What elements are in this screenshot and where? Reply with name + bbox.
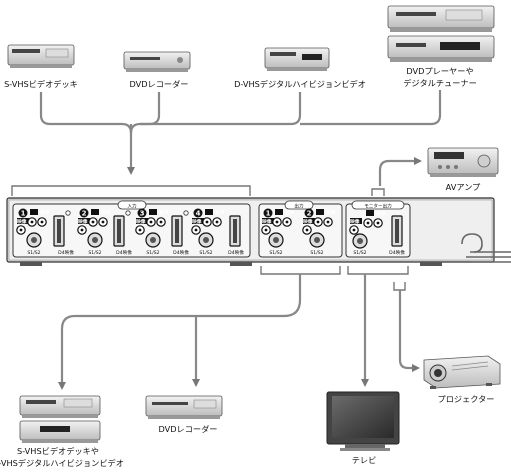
monitor-audio-label: 音声 — [376, 210, 386, 217]
dvd-player-tuner-label-2: デジタルチューナー — [403, 78, 477, 88]
power-cord-icon — [461, 233, 511, 263]
input-channel-2: 2 音声 映像 S1/S2 D4映像 — [77, 208, 132, 256]
dvd-recorder-top-label: DVDレコーダー — [129, 79, 188, 89]
input-s-label-3: S1/S2 — [146, 250, 159, 256]
input-audio-label-4: 音声 — [215, 209, 225, 216]
input-section: 入力 — [12, 200, 251, 258]
dvd-player-tuner-label-1: DVDプレーヤーや — [406, 66, 473, 76]
tv-label: テレビ — [352, 455, 377, 465]
output-channel-1: 1 音声 映像 S1/S2 — [261, 208, 295, 256]
monitor-output-section: モニター出力 音声 映像 S1/S2 D4映像 — [345, 200, 411, 258]
monitor-d4-bracket — [393, 282, 406, 291]
output-channel-2: 2 音声 映像 S1/S2 — [302, 208, 336, 256]
input-num-3: 3 — [140, 210, 145, 218]
projector-label: プロジェクター — [438, 394, 495, 404]
monitor-d4-label: D4映像 — [389, 249, 405, 256]
input-video-label-2: 映像 — [78, 218, 88, 225]
monitor-bracket — [347, 266, 409, 275]
av-amp-label: AVアンプ — [446, 182, 481, 192]
monitor-video-label: 映像 — [350, 218, 360, 225]
tv-icon — [326, 391, 400, 451]
dvhs-deck-label: D-VHSデジタルハイビジョンビデオ — [234, 79, 366, 89]
input-channel-1: 1 音声 映像 S1/S2 D4映像 — [16, 208, 74, 256]
input-s-label-1: S1/S2 — [27, 250, 40, 256]
dvd-recorder-bottom-icon — [145, 395, 223, 419]
output-audio-label-1: 音声 — [285, 209, 295, 216]
input-d4-label-3: D4映像 — [173, 249, 189, 256]
dvd-player-tuner-icon — [387, 5, 495, 62]
input-wires — [39, 90, 442, 175]
output-s-label-1: S1/S2 — [269, 250, 282, 256]
input-s-label-4: S1/S2 — [199, 250, 212, 256]
input-video-label-3: 映像 — [136, 218, 146, 225]
input-audio-label-2: 音声 — [101, 209, 111, 216]
output-title: 出力 — [294, 203, 304, 210]
av-amp-wire — [378, 157, 422, 186]
input-channel-3: 3 音声 映像 S1/S2 D4映像 — [135, 208, 189, 256]
svhs-dvhs-label-2: D-VHSデジタルハイビジョンビデオ — [0, 458, 124, 468]
input-bracket — [11, 185, 251, 196]
input-audio-label-1: 音声 — [40, 209, 50, 216]
input-d4-label-1: D4映像 — [58, 249, 74, 256]
output-num-1: 1 — [266, 210, 271, 218]
svhs-dvhs-stack-icon — [19, 395, 101, 443]
input-d4-label-2: D4映像 — [116, 249, 132, 256]
svhs-deck-label: S-VHSビデオデッキ — [4, 79, 78, 89]
output-s-label-2: S1/S2 — [310, 250, 323, 256]
output-audio-label-2: 音声 — [326, 209, 336, 216]
dvd-recorder-bottom-label: DVDレコーダー — [158, 424, 217, 434]
output-wires — [58, 274, 420, 390]
input-num-1: 1 — [21, 210, 26, 218]
av-amp-icon — [427, 147, 499, 177]
svhs-dvhs-label-1: S-VHSビデオデッキや — [17, 446, 99, 456]
input-s-label-2: S1/S2 — [88, 250, 101, 256]
input-channel-4: 4 音声 映像 S1/S2 D4映像 — [191, 208, 244, 256]
input-title: 入力 — [127, 203, 137, 210]
output-bracket — [260, 266, 341, 275]
projector-icon — [423, 355, 501, 389]
monitor-output-title: モニター出力 — [364, 203, 392, 210]
input-num-4: 4 — [196, 210, 201, 218]
output-num-2: 2 — [307, 210, 312, 218]
dvd-recorder-top-icon — [123, 51, 191, 72]
output-section: 出力 — [258, 200, 343, 258]
dvhs-deck-icon — [264, 47, 330, 71]
amp-bracket — [371, 188, 385, 196]
input-d4-label-4: D4映像 — [228, 249, 244, 256]
input-video-label-1: 映像 — [17, 218, 27, 225]
output-video-label-1: 映像 — [262, 218, 272, 225]
output-video-label-2: 映像 — [303, 218, 313, 225]
input-audio-label-3: 音声 — [159, 209, 169, 216]
input-video-label-4: 映像 — [192, 218, 202, 225]
monitor-s-label: S1/S2 — [353, 250, 366, 256]
input-num-2: 2 — [82, 210, 87, 218]
svhs-deck-icon — [7, 44, 75, 68]
